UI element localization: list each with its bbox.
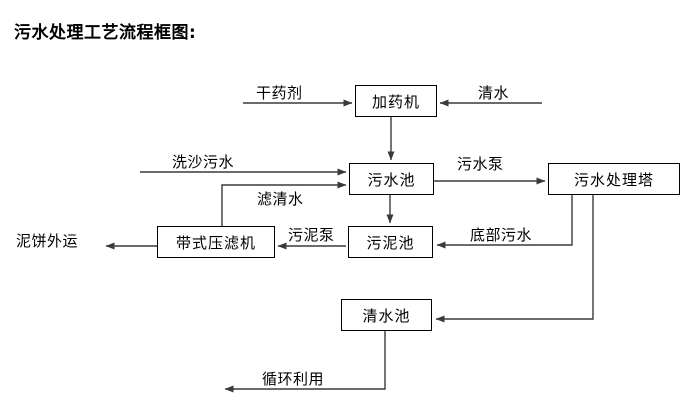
node-sewage-treatment-tower[interactable]: 污水处理塔 bbox=[548, 163, 680, 195]
edge-label-bottom-sewage: 底部污水 bbox=[470, 226, 533, 244]
edge-tower-to-sludge-pool bbox=[436, 195, 573, 249]
terminal-label-mud-cake-export: 泥饼外运 bbox=[16, 232, 79, 250]
edge-tower-to-clean-water-pool bbox=[435, 195, 594, 323]
node-label: 污水池 bbox=[367, 170, 416, 189]
edge-label-dry-agent: 干药剂 bbox=[256, 84, 303, 102]
edge-label-sewage-pump: 污水泵 bbox=[457, 155, 504, 173]
node-label: 加药机 bbox=[371, 92, 420, 111]
node-sludge-pool[interactable]: 污泥池 bbox=[348, 226, 433, 258]
node-label: 带式压滤机 bbox=[175, 233, 256, 252]
node-clean-water-pool[interactable]: 清水池 bbox=[341, 299, 432, 331]
edge-filter-press-to-sewage-pool bbox=[221, 181, 347, 226]
node-label: 污泥池 bbox=[366, 233, 415, 252]
page-title: 污水处理工艺流程框图: bbox=[14, 23, 197, 43]
edge-clean-water-pool-to-recycle bbox=[224, 331, 386, 393]
edge-label-sludge-pump: 污泥泵 bbox=[288, 226, 335, 244]
terminal-label-recycle-use: 循环利用 bbox=[262, 370, 325, 388]
node-sewage-pool[interactable]: 污水池 bbox=[349, 163, 434, 195]
node-label: 清水池 bbox=[362, 306, 411, 325]
edge-label-clean-water-inlet: 清水 bbox=[478, 84, 510, 102]
edge-label-filtrate-water: 滤清水 bbox=[257, 190, 304, 208]
node-label: 污水处理塔 bbox=[573, 170, 654, 189]
node-dosing-machine[interactable]: 加药机 bbox=[355, 85, 437, 117]
node-belt-filter-press[interactable]: 带式压滤机 bbox=[157, 226, 275, 258]
edge-label-sand-wash-sewage: 洗沙污水 bbox=[172, 153, 235, 171]
